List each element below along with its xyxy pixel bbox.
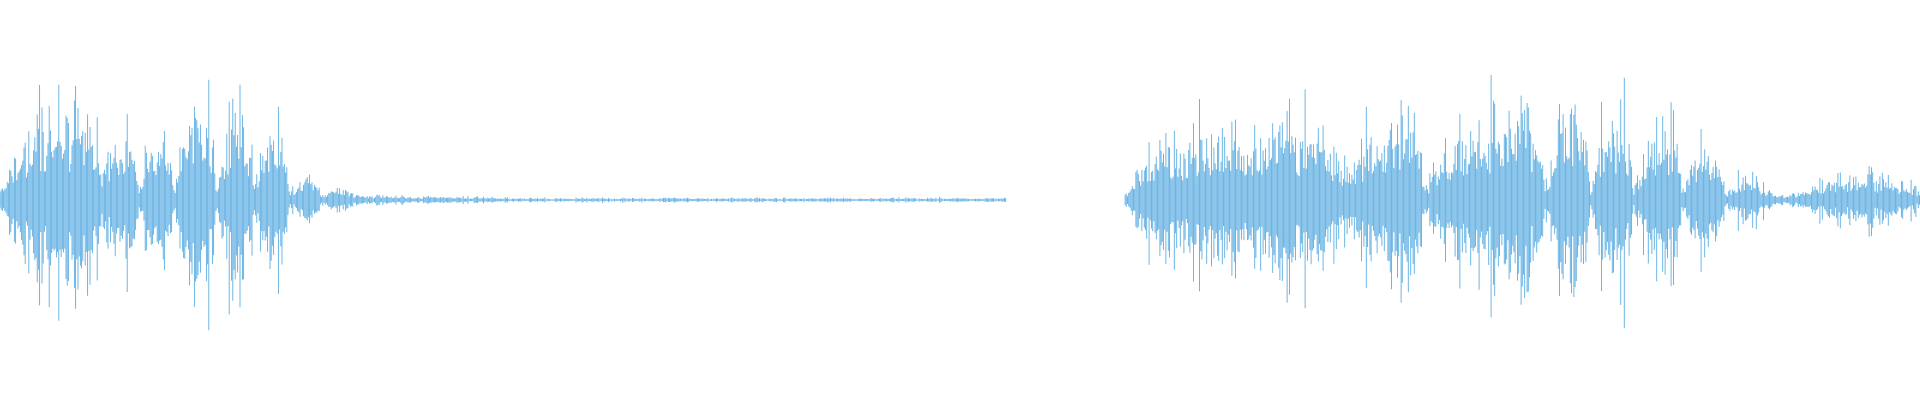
waveform-clip-1[interactable] (0, 79, 1007, 331)
waveform-clips (0, 75, 1920, 331)
waveform-clip-2[interactable] (1124, 75, 1920, 329)
